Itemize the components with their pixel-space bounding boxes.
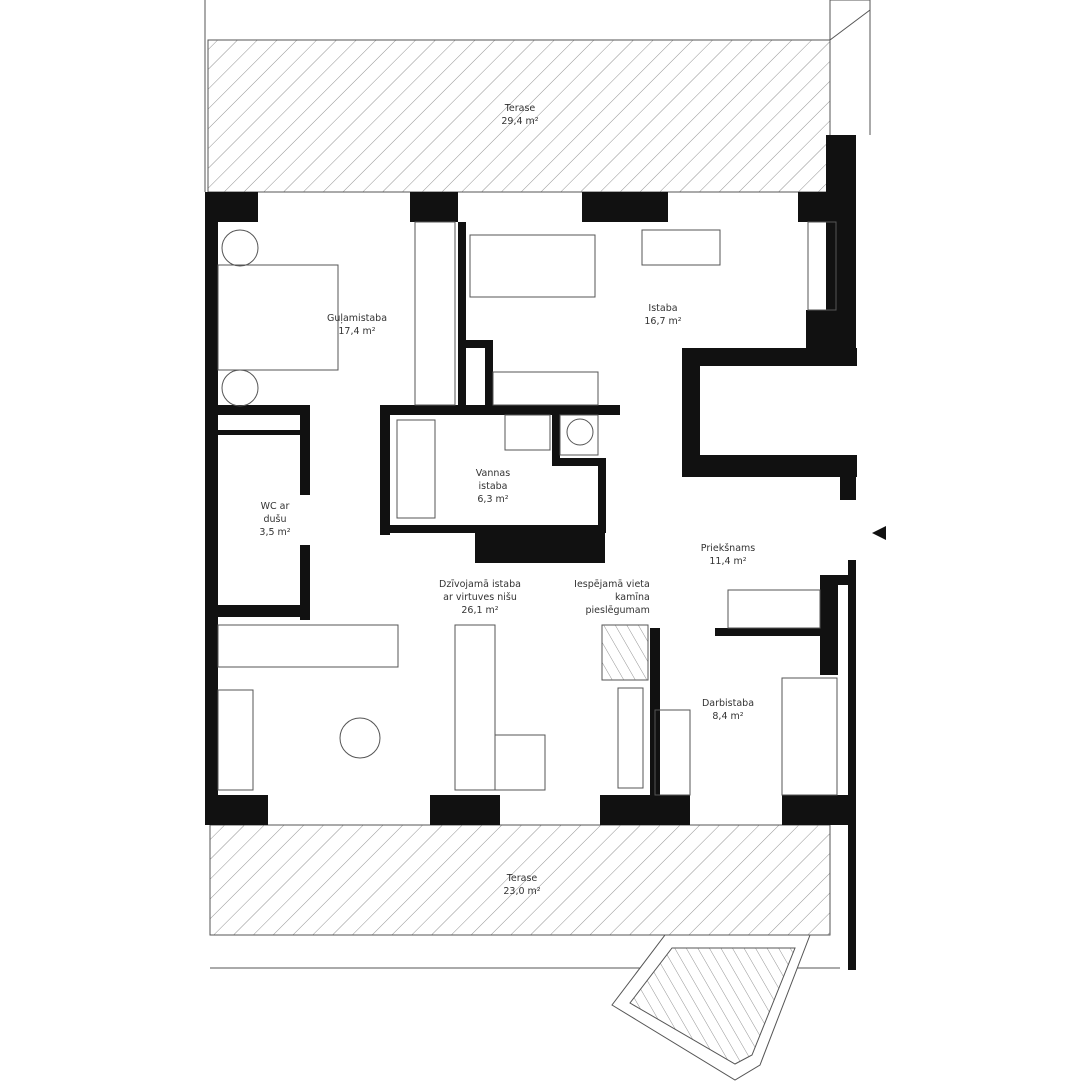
walls [205,135,857,970]
terrace-top-area [204,0,871,193]
entrance-arrow-icon [872,526,886,540]
terrace-bottom-area [209,824,840,1081]
furniture [217,221,838,796]
